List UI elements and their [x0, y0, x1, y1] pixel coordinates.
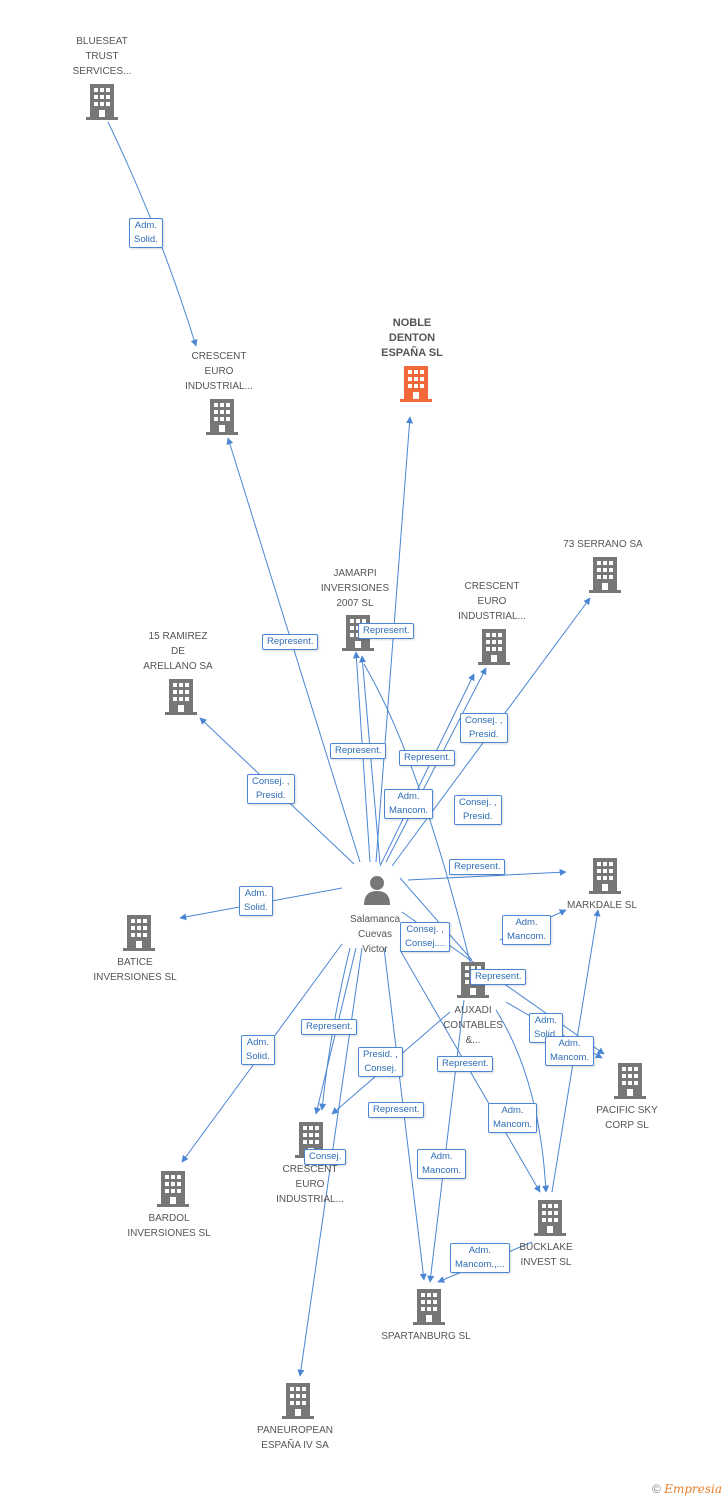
relation-tag[interactable]: Represent.	[301, 1019, 358, 1035]
node-person-salamanca-label: Salamanca Cuevas Victor	[349, 914, 401, 955]
relation-tag[interactable]: Represent.	[399, 750, 456, 766]
person-icon[interactable]	[362, 874, 392, 906]
relation-tag[interactable]: Adm. Solid.	[129, 218, 163, 248]
node-markdale-label: MARKDALE SL	[566, 900, 638, 911]
relation-tag[interactable]: Adm. Mancom.	[417, 1149, 467, 1179]
node-bardol[interactable]: BARDOL INVERSIONES SL	[104, 1211, 234, 1241]
relation-tag[interactable]: Adm. Mancom.	[545, 1036, 595, 1066]
edge-person-noble	[375, 416, 414, 863]
building-icon[interactable]	[589, 557, 621, 593]
building-icon[interactable]	[157, 1171, 189, 1207]
node-blueseat[interactable]: BLUESEAT TRUST SERVICES...	[37, 34, 167, 79]
relation-tag[interactable]: Consej.	[304, 1149, 347, 1165]
relation-tag[interactable]: Adm. Mancom.,...	[450, 1243, 510, 1273]
node-pacific-sky[interactable]: PACIFIC SKY CORP SL	[562, 1103, 692, 1133]
node-spartanburg-label: SPARTANBURG SL	[381, 1331, 471, 1342]
relation-tag[interactable]: Adm. Solid.	[241, 1035, 275, 1065]
building-icon[interactable]	[206, 399, 238, 435]
relation-tag[interactable]: Consej. , Presid.	[460, 713, 508, 743]
building-icon[interactable]	[589, 858, 621, 894]
node-noble-denton[interactable]: NOBLE DENTON ESPAÑA SL	[347, 316, 477, 361]
node-spartanburg[interactable]: SPARTANBURG SL	[361, 1329, 491, 1344]
building-icon[interactable]	[614, 1063, 646, 1099]
node-crescent-euro-2[interactable]: CRESCENT EURO INDUSTRIAL...	[427, 579, 557, 624]
building-icon[interactable]	[478, 629, 510, 665]
node-paneuropean-label: PANEUROPEAN ESPAÑA IV SA	[257, 1425, 333, 1451]
node-blueseat-label: BLUESEAT TRUST SERVICES...	[72, 36, 132, 77]
edge-person-jamarpi-b	[359, 655, 381, 865]
building-icon[interactable]	[86, 84, 118, 120]
node-bardol-label: BARDOL INVERSIONES SL	[127, 1213, 211, 1239]
node-person-salamanca[interactable]: Salamanca Cuevas Victor	[310, 912, 440, 957]
node-batice[interactable]: BATICE INVERSIONES SL	[70, 955, 200, 985]
relation-tag[interactable]: Represent.	[449, 859, 506, 875]
relation-tag[interactable]: Represent.	[368, 1102, 425, 1118]
edge-person-crescent1	[226, 437, 361, 863]
relation-tag[interactable]: Represent.	[437, 1056, 494, 1072]
relation-tag[interactable]: Adm. Mancom.	[502, 915, 552, 945]
node-crescent-euro-3[interactable]: CRESCENT EURO INDUSTRIAL...	[245, 1162, 375, 1207]
edge-auxadi-jamarpi	[363, 663, 471, 963]
relation-tag[interactable]: Adm. Mancom.	[488, 1103, 538, 1133]
node-crescent-euro-1-label: CRESCENT EURO INDUSTRIAL...	[185, 351, 253, 392]
node-auxadi-label: AUXADI CONTABLES &...	[443, 1005, 503, 1046]
relation-tag[interactable]: Represent.	[262, 634, 319, 650]
relation-tag[interactable]: Presid. , Consej.	[358, 1047, 403, 1077]
node-auxadi[interactable]: AUXADI CONTABLES &...	[408, 1003, 538, 1048]
node-jamarpi[interactable]: JAMARPI INVERSIONES 2007 SL	[290, 566, 420, 611]
edge-person-markdale	[407, 868, 567, 881]
node-crescent-euro-3-label: CRESCENT EURO INDUSTRIAL...	[276, 1164, 344, 1205]
copyright-symbol: ©	[652, 1482, 661, 1496]
footer-brand[interactable]: © Empresia	[652, 1482, 722, 1496]
node-batice-label: BATICE INVERSIONES SL	[93, 957, 177, 983]
relation-tag[interactable]: Adm. Solid.	[239, 886, 273, 916]
relation-tag[interactable]: Adm. Mancom.	[384, 789, 434, 819]
relation-tag[interactable]: Consej. , Presid.	[247, 774, 295, 804]
node-crescent-euro-1[interactable]: CRESCENT EURO INDUSTRIAL...	[154, 349, 284, 394]
node-73-serrano-label: 73 SERRANO SA	[563, 539, 643, 550]
empresia-logo: Empresia	[664, 1482, 722, 1496]
relation-tag[interactable]: Consej. , Consej....	[400, 922, 451, 952]
node-noble-denton-label: NOBLE DENTON ESPAÑA SL	[381, 317, 443, 359]
node-73-serrano[interactable]: 73 SERRANO SA	[538, 537, 668, 552]
edge-auxadi-bucklake	[495, 1009, 550, 1193]
node-pacific-sky-label: PACIFIC SKY CORP SL	[596, 1105, 658, 1131]
building-icon[interactable]	[400, 366, 432, 402]
relation-tag[interactable]: Represent.	[330, 743, 387, 759]
node-crescent-euro-2-label: CRESCENT EURO INDUSTRIAL...	[458, 581, 526, 622]
building-icon[interactable]	[123, 915, 155, 951]
edge-person-auxadi	[399, 877, 473, 961]
node-markdale[interactable]: MARKDALE SL	[537, 898, 667, 913]
node-bucklake[interactable]: BUCKLAKE INVEST SL	[481, 1240, 611, 1270]
relation-tag[interactable]: Consej. , Presid.	[454, 795, 502, 825]
node-jamarpi-label: JAMARPI INVERSIONES 2007 SL	[320, 568, 390, 609]
building-icon[interactable]	[534, 1200, 566, 1236]
building-icon[interactable]	[282, 1383, 314, 1419]
relation-tag[interactable]: Represent.	[358, 623, 415, 639]
building-icon[interactable]	[165, 679, 197, 715]
node-paneuropean[interactable]: PANEUROPEAN ESPAÑA IV SA	[230, 1423, 360, 1453]
node-15-ramirez[interactable]: 15 RAMIREZ DE ARELLANO SA	[113, 629, 243, 674]
building-icon[interactable]	[413, 1289, 445, 1325]
edge-person-crescent2-b	[379, 673, 475, 867]
relation-tag[interactable]: Represent.	[470, 969, 527, 985]
node-15-ramirez-label: 15 RAMIREZ DE ARELLANO SA	[143, 631, 213, 672]
node-bucklake-label: BUCKLAKE INVEST SL	[519, 1242, 573, 1268]
edge-auxadi-spartanburg	[427, 999, 465, 1283]
